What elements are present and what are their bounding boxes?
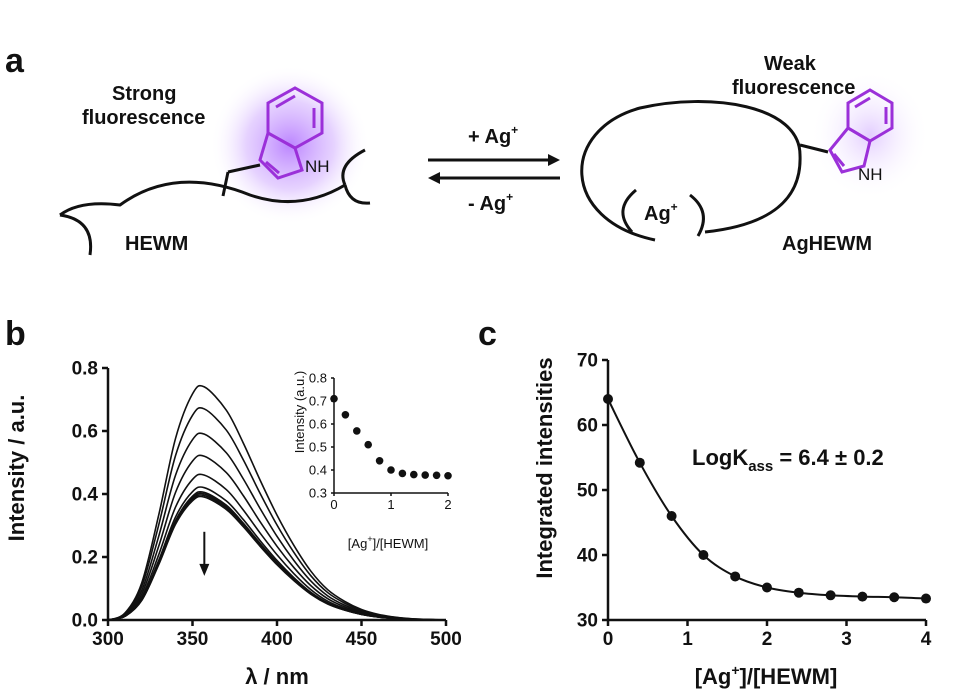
panel-label-b: b	[5, 315, 26, 353]
indole-left-icon	[258, 86, 324, 180]
chart-panel-b: b Intensity / a.u. λ / nm 300 350 400 450 50…	[4, 315, 462, 689]
b-xtick-label: 500	[430, 629, 462, 650]
nh-label-right: NH	[858, 165, 883, 184]
inset-data-point	[341, 411, 350, 419]
panel-label-a: a	[5, 42, 25, 80]
b-spectra	[107, 384, 447, 621]
b-ytick-label: 0.0	[72, 611, 98, 632]
c-ytick-label: 30	[577, 611, 598, 632]
inset-points	[330, 394, 452, 480]
inset-ylabel: Intensity (a.u.)	[292, 371, 307, 453]
aghewm-label: AgHEWM	[782, 233, 872, 255]
b-inset-ytick-label: 0.5	[309, 440, 327, 455]
c-fit-line	[607, 398, 927, 600]
b-ytick-label: 0.6	[72, 422, 98, 443]
left-state-line1: Strong	[112, 83, 176, 105]
aghewm-loop	[580, 100, 802, 242]
b-inset-xtick-label: 2	[444, 497, 451, 512]
b-xtick-label: 400	[261, 629, 293, 650]
left-state-line2: fluorescence	[82, 107, 205, 129]
b-spectrum-line	[107, 384, 447, 621]
c-data-point	[698, 550, 709, 560]
b-xtick-label: 450	[346, 629, 378, 650]
scheme-panel-a: a Strong fluorescence NH HEWM + Ag+ - Ag…	[5, 42, 930, 256]
b-xtick-label: 300	[92, 629, 124, 650]
inset-data-point	[375, 457, 384, 465]
b-inset-ytick-label: 0.4	[309, 463, 327, 478]
c-xlabel: [Ag+]/[HEWM]	[695, 662, 838, 689]
hewm-backbone	[59, 180, 346, 217]
b-axes	[102, 366, 448, 626]
c-xtick-label: 4	[921, 629, 932, 650]
c-data-point	[603, 394, 613, 404]
b-inset-xtick-label: 0	[330, 497, 337, 512]
b-ytick-label: 0.2	[72, 548, 98, 569]
hewm-left-cap	[59, 213, 93, 256]
c-xtick-label: 2	[762, 629, 773, 650]
c-ytick-label: 60	[577, 416, 598, 437]
inset-tick-labels: 0 1 2 0.3 0.4 0.5 0.6 0.7 0.8	[309, 371, 452, 512]
c-data-point	[825, 590, 836, 601]
b-ylabel: Intensity / a.u.	[4, 395, 29, 542]
inset-data-point	[444, 471, 452, 480]
inset-data-point	[387, 466, 395, 474]
inset-data-point	[353, 427, 361, 435]
b-xlabel: λ / nm	[245, 664, 309, 689]
forward-label: + Ag+	[468, 123, 518, 148]
b-xtick-label: 350	[177, 629, 209, 650]
inset-axes	[331, 377, 449, 496]
c-data-point	[634, 457, 645, 468]
indole-right-icon	[828, 88, 894, 174]
c-data-point	[857, 591, 868, 602]
chart-panel-c: c Integrated intensities [Ag+]/[HEWM] Lo…	[478, 315, 932, 689]
ion-label: Ag+	[644, 200, 678, 225]
c-ytick-label: 50	[577, 481, 598, 502]
c-data-point	[666, 511, 677, 521]
b-tick-labels: 300 350 400 450 500 0.0 0.2 0.4 0.6 0.8	[72, 359, 462, 650]
hewm-label: HEWM	[125, 233, 188, 255]
inset-data-point	[432, 471, 441, 480]
inset-data-point	[421, 471, 430, 479]
c-xtick-label: 3	[841, 629, 852, 650]
b-inset-xtick-label: 1	[387, 497, 394, 512]
c-ytick-label: 40	[577, 546, 598, 567]
right-state-line1: Weak	[764, 53, 817, 75]
c-tick-labels: 0 1 2 3 4 30 40 50 60 70	[577, 351, 932, 650]
c-points	[603, 394, 931, 604]
b-spectrum-line	[107, 495, 447, 621]
c-xtick-label: 1	[682, 629, 693, 650]
equilibrium-arrows	[428, 154, 560, 184]
inset-data-point	[410, 470, 418, 479]
b-inset-ytick-label: 0.3	[309, 486, 327, 501]
inset-data-point	[330, 394, 338, 403]
b-inset-ytick-label: 0.8	[309, 371, 327, 386]
reverse-label: - Ag+	[468, 190, 513, 215]
nh-label-left: NH	[305, 157, 330, 176]
c-data-point	[793, 587, 804, 598]
c-ytick-label: 70	[577, 351, 598, 372]
inset-xlabel: [Ag+]/[HEWM]	[348, 534, 428, 551]
c-data-point	[921, 593, 931, 604]
aghewm-right-bracket	[689, 193, 705, 237]
c-data-point	[889, 592, 900, 603]
hewm-right-cap	[341, 148, 371, 205]
b-decrease-arrow	[199, 531, 210, 576]
c-data-point	[730, 571, 741, 582]
aghewm-left-bracket	[621, 188, 637, 234]
c-annotation: LogKass = 6.4 ± 0.2	[692, 445, 884, 475]
b-ytick-label: 0.8	[72, 359, 98, 380]
c-ylabel: Integrated intensities	[532, 357, 557, 578]
right-state-line2: fluorescence	[732, 77, 855, 99]
c-data-point	[762, 582, 772, 593]
c-fit-curve	[607, 398, 927, 600]
b-inset-ytick-label: 0.6	[309, 417, 327, 432]
b-inset-ytick-label: 0.7	[309, 394, 327, 409]
b-ytick-label: 0.4	[72, 485, 99, 506]
inset-data-point	[364, 440, 373, 449]
b-arrow-head	[199, 563, 210, 576]
c-xtick-label: 0	[603, 629, 614, 650]
inset-data-point	[398, 469, 407, 478]
panel-label-c: c	[478, 315, 497, 353]
